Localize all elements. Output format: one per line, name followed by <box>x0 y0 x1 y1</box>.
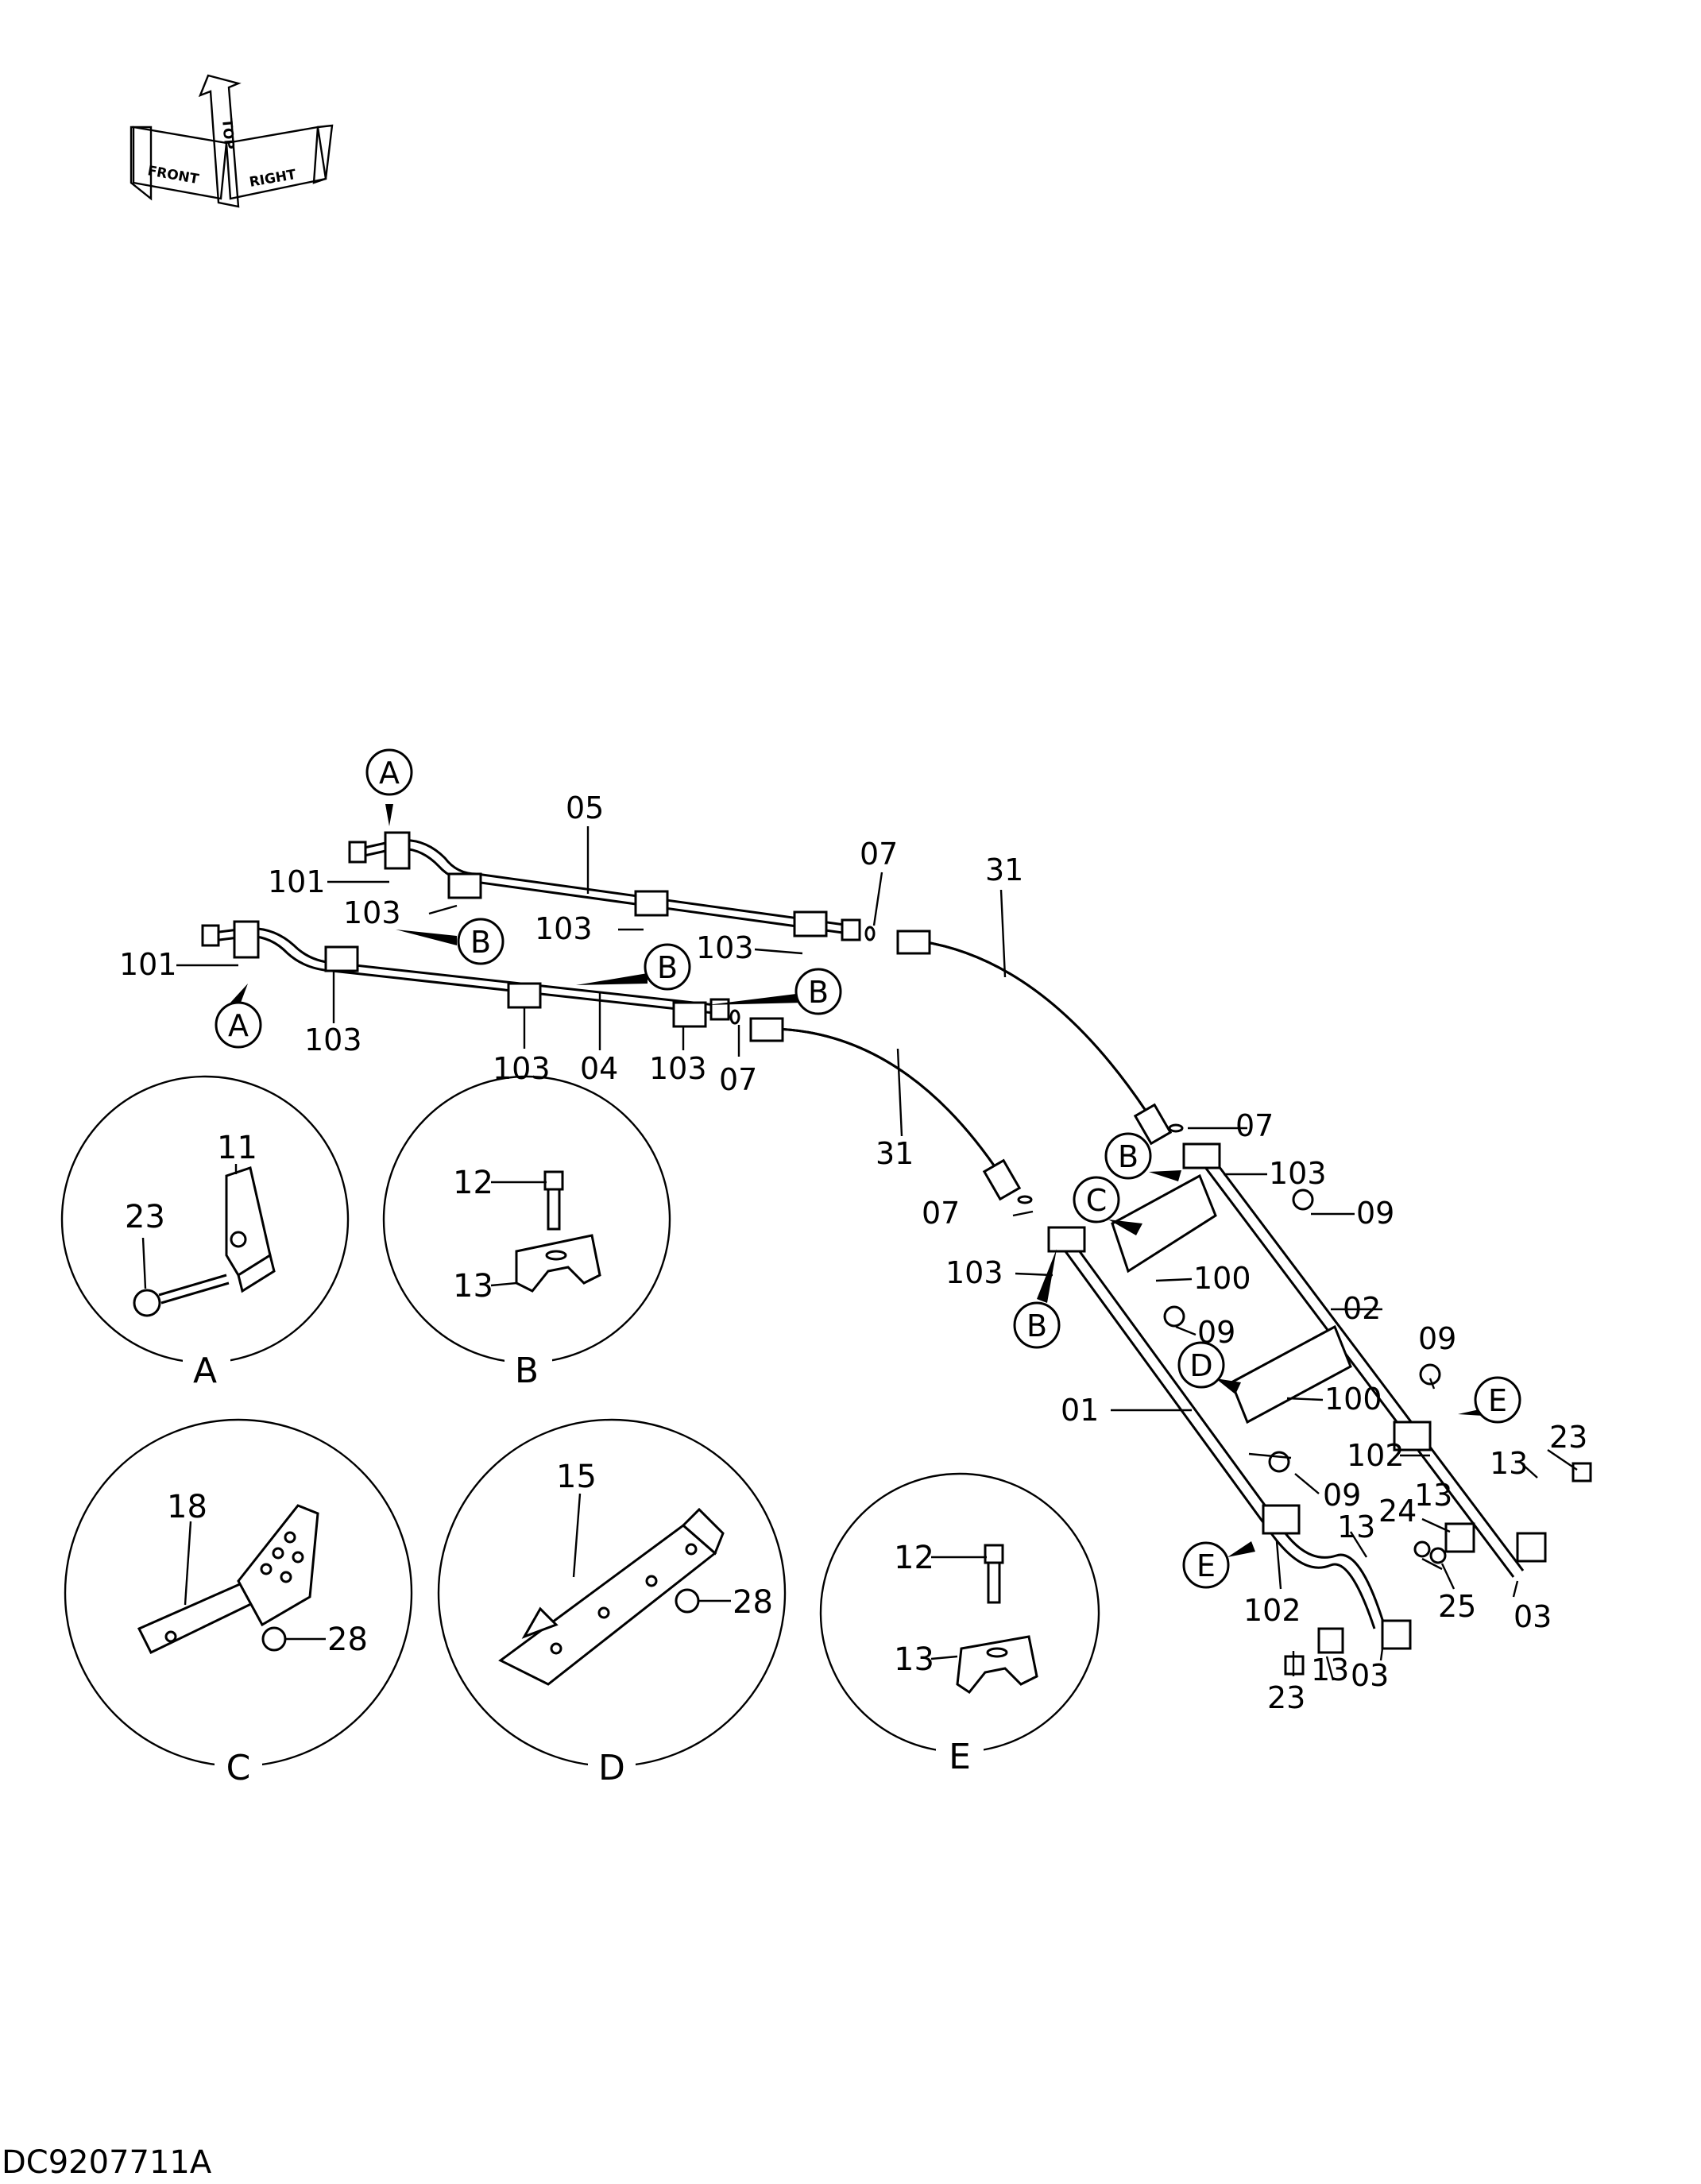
view-marker-b-3: B <box>808 975 829 1010</box>
orientation-indicator: FRONT TOP RIGHT <box>130 74 334 208</box>
pipe-01 <box>1055 1239 1376 1629</box>
callout-102-lower: 102 <box>1243 1593 1301 1628</box>
callout-100-upper: 100 <box>1193 1261 1251 1296</box>
callout-31-upper: 31 <box>985 852 1023 887</box>
drawing-code: DC9207711A <box>2 2144 212 2181</box>
view-marker-b-1: B <box>470 925 491 960</box>
callout-103-lower-right: 103 <box>649 1051 707 1086</box>
callout-13-mid-upper: 13 <box>1414 1478 1452 1513</box>
callout-24: 24 <box>1378 1494 1417 1529</box>
detail-view-e: 12 13 E <box>819 1472 1100 1777</box>
detail-c-label-18: 18 <box>167 1489 207 1525</box>
callout-13-lower: 13 <box>1311 1652 1349 1687</box>
orientation-front-label: FRONT <box>146 163 200 187</box>
callout-103-upper-right: 103 <box>696 930 754 965</box>
view-marker-c: C <box>1086 1183 1108 1218</box>
callout-07-right-lower: 07 <box>922 1196 960 1231</box>
detail-b-caption: B <box>515 1351 539 1391</box>
detail-e-label-13: 13 <box>894 1641 934 1678</box>
detail-a-label-11: 11 <box>217 1130 257 1166</box>
callout-02: 02 <box>1343 1291 1381 1326</box>
view-marker-e-upper: E <box>1488 1383 1507 1418</box>
callout-100-lower: 100 <box>1324 1382 1382 1417</box>
callout-07-lower: 07 <box>719 1062 757 1097</box>
callout-103-right-lower: 103 <box>945 1255 1003 1290</box>
callout-23-lower: 23 <box>1267 1680 1305 1715</box>
view-marker-a-lower: A <box>228 1008 249 1043</box>
callout-04: 04 <box>580 1051 618 1086</box>
callout-01: 01 <box>1061 1393 1099 1428</box>
callout-09-d: 09 <box>1323 1478 1361 1513</box>
view-marker-d: D <box>1189 1348 1212 1383</box>
view-marker-b-5: B <box>1026 1308 1047 1343</box>
detail-c-caption: C <box>226 1748 251 1788</box>
callout-13-mid: 13 <box>1337 1509 1375 1544</box>
clamp-group <box>233 831 828 1028</box>
detail-e-caption: E <box>949 1737 971 1777</box>
detail-d-caption: D <box>598 1748 625 1788</box>
detail-view-a: 11 23 A <box>60 1075 350 1391</box>
detail-view-b: 12 13 B <box>382 1075 671 1391</box>
detail-view-d: 15 28 D <box>437 1418 787 1788</box>
callout-101-upper: 101 <box>268 864 326 899</box>
callout-07-right-upper: 07 <box>1235 1108 1274 1143</box>
detail-a-label-23: 23 <box>125 1199 165 1235</box>
pipe-05 <box>353 839 851 927</box>
callout-03-lower: 03 <box>1351 1658 1389 1693</box>
view-markers: A A B B B B B C D E E <box>215 748 1521 1589</box>
callout-23-right: 23 <box>1549 1420 1587 1455</box>
detail-view-c: 18 28 C <box>64 1418 413 1788</box>
callout-13-right: 13 <box>1490 1446 1528 1481</box>
detail-b-label-13: 13 <box>453 1268 493 1305</box>
view-marker-a-upper: A <box>379 756 400 790</box>
detail-d-label-28: 28 <box>733 1584 773 1621</box>
marker-arrows <box>230 804 1495 1557</box>
callout-103-right-upper: 103 <box>1269 1156 1327 1191</box>
callout-07-upper: 07 <box>860 837 898 872</box>
detail-d-label-15: 15 <box>556 1459 597 1495</box>
callout-03-right: 03 <box>1514 1599 1552 1634</box>
detail-b-label-12: 12 <box>453 1165 493 1201</box>
detail-e-label-12: 12 <box>894 1540 934 1576</box>
callout-103-upper-left: 103 <box>343 895 401 930</box>
view-marker-b-2: B <box>657 950 678 985</box>
callout-05: 05 <box>566 790 604 825</box>
callout-09-c: 09 <box>1418 1321 1456 1356</box>
view-marker-b-4: B <box>1118 1139 1139 1174</box>
orientation-top-label: TOP <box>218 118 237 150</box>
callout-103-lower-left: 103 <box>304 1022 362 1057</box>
view-marker-e-lower: E <box>1196 1548 1216 1583</box>
callout-102-upper: 102 <box>1347 1438 1405 1473</box>
callout-101-lower: 101 <box>119 947 177 982</box>
leader-lines <box>176 826 1578 1681</box>
callout-09-a: 09 <box>1356 1196 1394 1231</box>
detail-a-caption: A <box>193 1351 217 1391</box>
pipe-assembly <box>201 831 1592 1676</box>
callout-31-lower: 31 <box>876 1136 914 1171</box>
callout-103-lower-mid: 103 <box>493 1051 551 1086</box>
detail-c-label-28: 28 <box>327 1622 368 1658</box>
hose-31-upper <box>921 940 1154 1121</box>
pipe-02 <box>1198 1159 1515 1578</box>
callout-25: 25 <box>1438 1589 1476 1624</box>
callout-103-upper-mid: 103 <box>535 911 593 946</box>
callout-labels: 101 05 103 103 103 07 31 101 103 103 04 … <box>119 790 1587 1715</box>
